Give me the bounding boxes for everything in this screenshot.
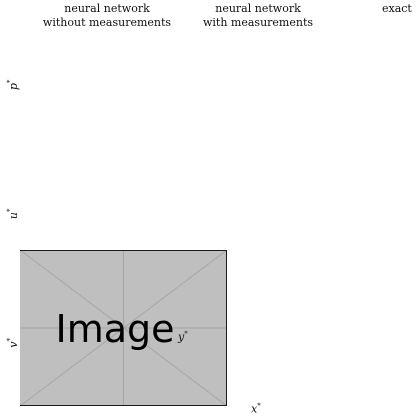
row-symbol: u	[6, 212, 20, 220]
row-mark: *	[6, 208, 15, 213]
axis-symbol: x	[251, 402, 258, 416]
row-symbol: v	[6, 341, 20, 348]
row-mark: *	[6, 337, 15, 342]
row-label-v: v*	[6, 333, 20, 353]
row-label-p: p*	[6, 75, 20, 95]
column-header-line: neural network	[215, 2, 301, 15]
column-header-line: with measurements	[202, 16, 314, 29]
row-symbol: p	[6, 83, 20, 91]
placeholder-text: Image	[55, 307, 174, 351]
axis-symbol: y	[178, 330, 185, 344]
column-header-line: exact	[382, 2, 412, 15]
column-header-line: neural network	[64, 2, 150, 15]
axis-label-x: x*	[251, 402, 261, 416]
row-label-u: u*	[6, 204, 20, 224]
axis-mark: *	[184, 330, 188, 338]
image-placeholder: Image	[20, 250, 227, 406]
row-mark: *	[6, 79, 15, 84]
column-header-nn-with-measurements: neural network with measurements	[184, 2, 332, 30]
column-header-exact: exact	[382, 2, 420, 16]
axis-label-y: y*	[178, 330, 188, 344]
placeholder-graphic: Image	[20, 250, 227, 406]
column-header-nn-without-measurements: neural network without measurements	[32, 2, 182, 30]
axis-mark: *	[257, 402, 261, 410]
column-header-line: without measurements	[42, 16, 172, 29]
